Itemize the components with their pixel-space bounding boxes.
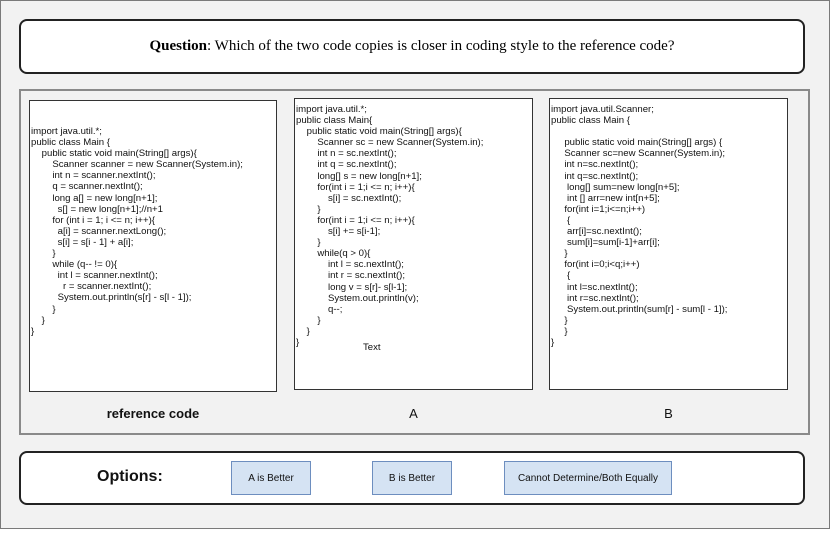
question-text: : Which of the two code copies is closer… [207, 38, 675, 54]
options-label: Options: [97, 468, 163, 485]
code-a-panel: import java.util.*; public class Main{ p… [294, 98, 533, 390]
text-note: Text [363, 342, 381, 353]
code-b-label: B [664, 406, 673, 421]
question-box: Question: Which of the two code copies i… [19, 19, 805, 74]
a-is-better-button[interactable]: A is Better [231, 461, 311, 495]
options-box: Options: A is Better B is Better Cannot … [19, 451, 805, 505]
code-a: import java.util.*; public class Main{ p… [296, 104, 484, 348]
code-a-label: A [409, 406, 418, 421]
reference-code: import java.util.*; public class Main { … [31, 126, 243, 337]
reference-code-label: reference code [106, 406, 200, 421]
cannot-determine-button[interactable]: Cannot Determine/Both Equally [504, 461, 672, 495]
code-comparison-area: import java.util.*; public class Main { … [19, 89, 810, 435]
code-b-panel: import java.util.Scanner; public class M… [549, 98, 788, 390]
code-b: import java.util.Scanner; public class M… [551, 104, 728, 348]
question-label: Question [149, 38, 208, 54]
reference-code-panel: import java.util.*; public class Main { … [29, 100, 277, 392]
b-is-better-button[interactable]: B is Better [372, 461, 452, 495]
